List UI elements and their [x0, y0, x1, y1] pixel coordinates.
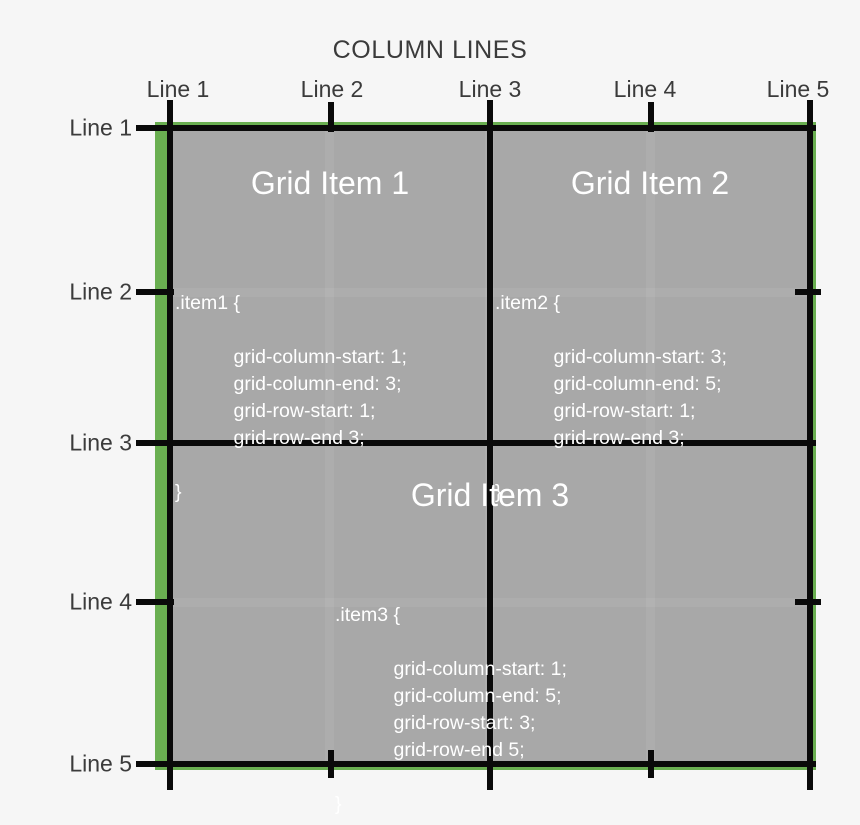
grid-item-1-decl-2: grid-row-start: 1; — [233, 400, 376, 422]
column-tick-bottom-4 — [648, 750, 654, 778]
row-tick-right-2 — [795, 289, 821, 295]
grid-item-2-selector: .item2 { — [495, 292, 561, 314]
column-tick-2 — [328, 102, 334, 132]
grid-item-1-decl-0: grid-column-start: 1; — [233, 346, 407, 368]
grid-item-1-selector: .item1 { — [175, 292, 241, 314]
grid-item-1-title: Grid Item 1 — [250, 165, 410, 201]
column-tick-bottom-2 — [328, 750, 334, 778]
grid-item-2-close: } — [495, 481, 502, 503]
grid-gutter-vertical-1 — [325, 131, 334, 761]
grid-item-2-decl-2: grid-row-start: 1; — [553, 400, 696, 422]
column-tick-1 — [167, 102, 173, 132]
column-line-label-4: Line 4 — [613, 76, 677, 102]
grid-item-3-close: } — [335, 793, 342, 815]
row-tick-5 — [136, 761, 174, 767]
grid-item-2-decl-1: grid-column-end: 5; — [553, 373, 722, 395]
row-line-label-3: Line 3 — [69, 429, 132, 456]
grid-line-row-3 — [143, 440, 816, 446]
row-line-label-2: Line 2 — [69, 278, 132, 305]
grid-item-1-decl-1: grid-column-end: 3; — [233, 373, 402, 395]
row-line-label-1: Line 1 — [69, 114, 132, 141]
grid-line-column-3 — [487, 100, 493, 790]
column-tick-5 — [807, 102, 813, 132]
column-line-label-1: Line 1 — [146, 76, 210, 102]
row-tick-2 — [136, 289, 174, 295]
row-tick-right-4 — [795, 599, 821, 605]
grid-item-3-decl-1: grid-column-end: 5; — [393, 685, 562, 707]
grid-item-3-code: .item3 { grid-column-start: 1; grid-colu… — [335, 548, 645, 825]
row-tick-3 — [136, 440, 174, 446]
column-lines-axis-title: COLUMN LINES — [332, 36, 528, 64]
column-line-label-5: Line 5 — [766, 76, 830, 102]
column-tick-bottom-3 — [487, 750, 493, 778]
row-tick-4 — [136, 599, 174, 605]
grid-item-1-code: .item1 { grid-column-start: 1; grid-colu… — [175, 236, 485, 560]
grid-item-2-title: Grid Item 2 — [570, 165, 730, 201]
grid-item-2-decl-3: grid-row-end 3; — [553, 427, 685, 449]
row-tick-1 — [136, 125, 174, 131]
grid-item-3-decl-3: grid-row-end 5; — [393, 739, 525, 761]
grid-line-row-1 — [143, 125, 816, 131]
grid-item-1: Grid Item 1 .item1 { grid-column-start: … — [175, 165, 485, 560]
column-line-label-3: Line 3 — [458, 76, 522, 102]
row-line-label-5: Line 5 — [69, 750, 132, 777]
grid-line-column-5 — [807, 100, 813, 790]
column-tick-3 — [487, 102, 493, 132]
grid-item-3-decl-0: grid-column-start: 1; — [393, 658, 567, 680]
grid-gutter-vertical-3 — [646, 131, 655, 761]
grid-item-1-close: } — [175, 481, 182, 503]
grid-line-row-5 — [143, 761, 816, 767]
column-line-label-2: Line 2 — [300, 76, 364, 102]
column-tick-4 — [648, 102, 654, 132]
grid-item-2: Grid Item 2 .item2 { grid-column-start: … — [495, 165, 805, 560]
grid-item-3-decl-2: grid-row-start: 3; — [393, 712, 536, 734]
grid-item-2-decl-0: grid-column-start: 3; — [553, 346, 727, 368]
grid-item-2-code: .item2 { grid-column-start: 3; grid-colu… — [495, 236, 805, 560]
grid-item-3-selector: .item3 { — [335, 604, 401, 626]
grid-item-3-title: Grid Item 3 — [410, 477, 570, 513]
grid-item-1-decl-3: grid-row-end 3; — [233, 427, 365, 449]
grid-item-3: Grid Item 3 .item3 { grid-column-start: … — [335, 477, 645, 825]
row-line-label-4: Line 4 — [69, 588, 132, 615]
